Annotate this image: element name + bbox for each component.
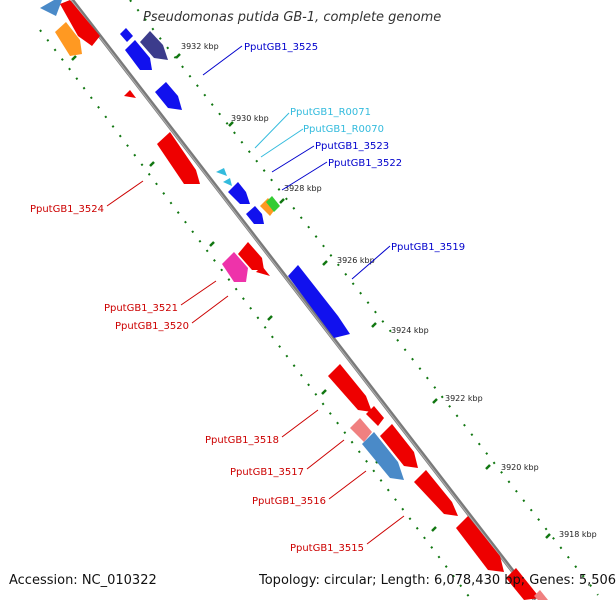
leader-3518 bbox=[281, 409, 319, 438]
gene-arrow[interactable] bbox=[124, 90, 136, 98]
leader-3516 bbox=[328, 470, 367, 500]
leader-lines bbox=[106, 45, 405, 545]
gene-arrow-3518[interactable] bbox=[328, 364, 372, 412]
gene-label-3524[interactable]: PputGB1_3524 bbox=[30, 204, 104, 215]
genome-title: Pseudomonas putida GB-1, complete genome bbox=[143, 10, 442, 25]
tick-label-3928: 3928 kbp bbox=[284, 184, 322, 193]
gene-label-3523[interactable]: PputGB1_3523 bbox=[315, 141, 389, 152]
leader-3521 bbox=[180, 280, 217, 306]
tick-label-3918: 3918 kbp bbox=[559, 530, 597, 539]
leader-3517 bbox=[306, 439, 345, 470]
gene-arrow[interactable] bbox=[228, 182, 250, 204]
genome-backbone bbox=[70, 0, 537, 600]
gene-arrow[interactable] bbox=[260, 198, 276, 216]
gene-arrow-3519[interactable] bbox=[288, 265, 350, 338]
tick-track-outer bbox=[129, 0, 599, 596]
gene-label-3519[interactable]: PputGB1_3519 bbox=[391, 242, 465, 253]
gene-label-3522[interactable]: PputGB1_3522 bbox=[328, 158, 402, 169]
gene-arrow[interactable] bbox=[140, 31, 168, 60]
gene-label-3521[interactable]: PputGB1_3521 bbox=[104, 303, 178, 314]
genome-backbone-highlight bbox=[70, 0, 535, 600]
gene-arrow-3521[interactable] bbox=[222, 252, 248, 282]
gene-arrow[interactable] bbox=[456, 516, 504, 572]
gene-arrow[interactable] bbox=[256, 266, 270, 276]
tick-label-3930: 3930 kbp bbox=[231, 114, 269, 123]
tick-label-3932: 3932 kbp bbox=[181, 42, 219, 51]
gene-label-3517[interactable]: PputGB1_3517 bbox=[230, 467, 304, 478]
gene-arrow[interactable] bbox=[40, 0, 62, 16]
gene-arrow-3516[interactable] bbox=[362, 432, 404, 480]
gene-arrow[interactable] bbox=[266, 196, 280, 212]
gene-arrow[interactable] bbox=[506, 568, 540, 600]
gene-arrow[interactable] bbox=[60, 0, 100, 46]
gene-arrow-3515[interactable] bbox=[414, 470, 458, 516]
tick-label-3926: 3926 kbp bbox=[337, 256, 375, 265]
forward-genes bbox=[120, 28, 350, 338]
accession-text: Accession: NC_010322 bbox=[9, 573, 157, 588]
gene-arrow[interactable] bbox=[380, 424, 418, 468]
leader-3519 bbox=[351, 245, 391, 280]
leader-r0070 bbox=[260, 128, 304, 158]
gene-arrow-3524[interactable] bbox=[157, 132, 200, 184]
gene-arrow[interactable] bbox=[125, 40, 152, 70]
leader-3520 bbox=[191, 295, 229, 324]
leader-3523 bbox=[271, 145, 315, 173]
gene-arrow[interactable] bbox=[246, 206, 264, 224]
gene-arrow[interactable] bbox=[120, 28, 133, 42]
topology-text: Topology: circular; Length: 6,078,430 bp… bbox=[259, 573, 616, 588]
gene-arrow-3520[interactable] bbox=[238, 242, 264, 270]
leader-3524 bbox=[106, 180, 144, 207]
gene-arrow-3517[interactable] bbox=[350, 418, 372, 442]
gene-arrow[interactable] bbox=[366, 406, 384, 426]
gene-arrow[interactable] bbox=[55, 22, 82, 56]
gene-label-3516[interactable]: PputGB1_3516 bbox=[252, 496, 326, 507]
tick-label-3924: 3924 kbp bbox=[391, 326, 429, 335]
gene-label-3518[interactable]: PputGB1_3518 bbox=[205, 435, 279, 446]
gene-arrow-r0070[interactable] bbox=[223, 178, 232, 186]
leader-3522 bbox=[281, 161, 328, 191]
tick-label-3922: 3922 kbp bbox=[445, 394, 483, 403]
leader-3515 bbox=[366, 515, 405, 545]
leader-3525 bbox=[202, 45, 243, 76]
gene-arrow[interactable] bbox=[534, 590, 548, 600]
gene-label-r0071[interactable]: PputGB1_R0071 bbox=[290, 107, 371, 118]
gene-arrow[interactable] bbox=[155, 82, 182, 110]
gene-label-r0070[interactable]: PputGB1_R0070 bbox=[303, 124, 384, 135]
genome-map: 3932 kbp 3930 kbp 3928 kbp 3926 kbp 3924… bbox=[30, 0, 599, 600]
gene-arrow-r0071[interactable] bbox=[216, 168, 227, 176]
reverse-genes bbox=[40, 0, 548, 600]
tick-label-3920: 3920 kbp bbox=[501, 463, 539, 472]
gene-label-3515[interactable]: PputGB1_3515 bbox=[290, 543, 364, 554]
gene-label-3520[interactable]: PputGB1_3520 bbox=[115, 321, 189, 332]
gene-label-3525[interactable]: PputGB1_3525 bbox=[244, 42, 318, 53]
leader-r0071 bbox=[254, 112, 290, 149]
